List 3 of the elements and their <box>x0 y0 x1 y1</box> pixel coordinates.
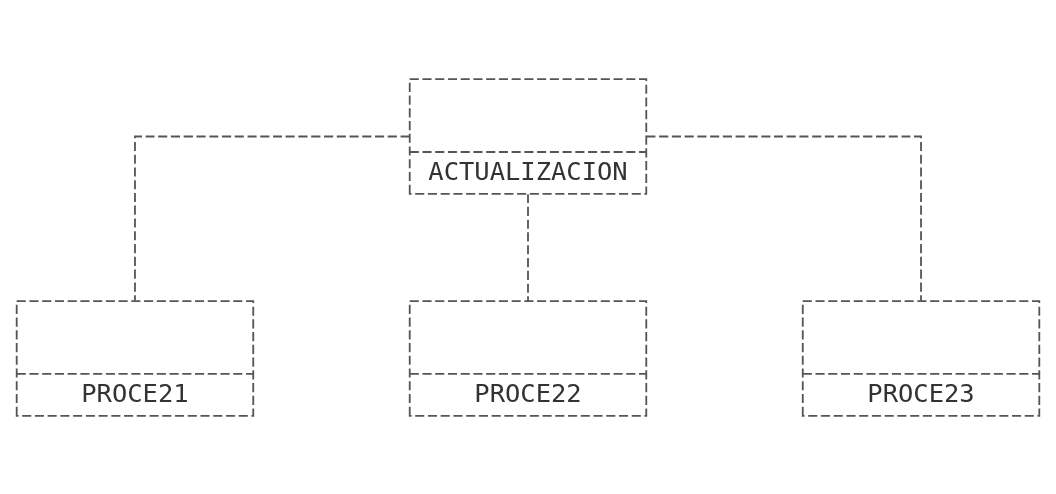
connector <box>134 135 411 302</box>
connector <box>645 135 922 302</box>
connector <box>527 192 529 302</box>
